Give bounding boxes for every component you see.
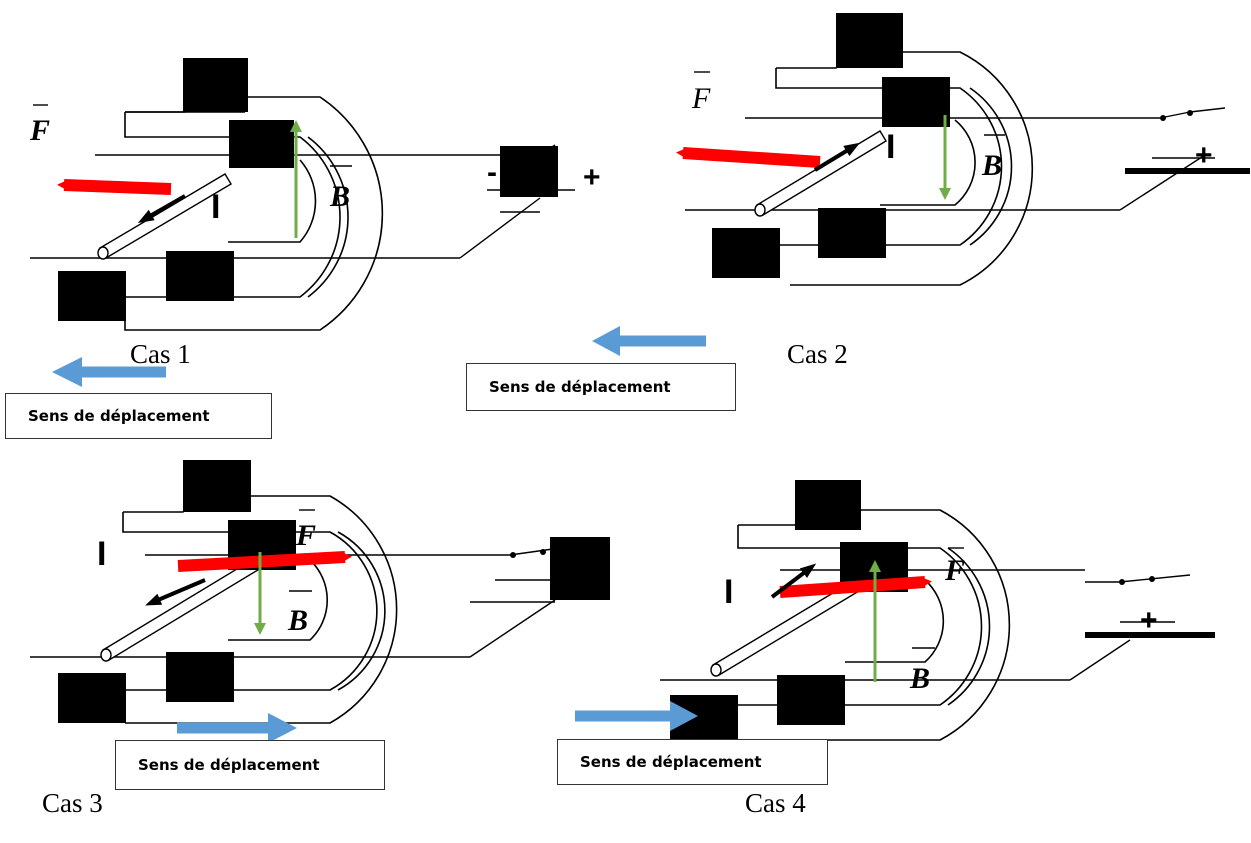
case-3-current-label: I	[97, 535, 106, 573]
case-2-battery: +	[1125, 139, 1250, 174]
case-4-force-arrow	[779, 576, 932, 598]
case-4-rails	[660, 569, 1191, 681]
case-1-minus-sign: -	[487, 156, 497, 189]
case-4-current-label: I	[724, 573, 733, 611]
case-1-current-arrow	[137, 194, 186, 223]
case-4-pole-label-redacted	[777, 675, 845, 725]
case-2-diagram: + F B I Cas 2	[592, 13, 1250, 369]
case-3-force-label: F	[295, 519, 316, 552]
case-4-diagram: + F B I Cas 4	[575, 480, 1215, 818]
case-2-force-label: F	[691, 82, 711, 115]
case-1-current-label: I	[211, 188, 220, 226]
case-4-force-label: F	[944, 554, 965, 587]
case-2-force-arrow	[676, 147, 821, 168]
case-4-motion-label: Sens de déplacement	[557, 739, 828, 785]
case-3-pole-label-redacted	[183, 460, 251, 512]
case-1-field-label: B	[329, 180, 350, 213]
case-3-battery-label-redacted	[550, 537, 610, 600]
case-2-current-label: I	[886, 128, 895, 166]
case-2-pole-label-redacted	[836, 13, 903, 68]
case-1-diagram: - + F B I Cas 1	[29, 58, 601, 387]
case-2-motion-label: Sens de déplacement	[466, 363, 736, 411]
case-3-motion-label: Sens de déplacement	[115, 740, 385, 790]
case-2-rod	[754, 130, 887, 217]
case-1-force-label: F	[29, 114, 50, 147]
case-2-current-arrow	[813, 142, 860, 172]
case-2-pole-label-redacted	[818, 208, 886, 258]
case-1-pole-label-redacted	[183, 58, 248, 112]
case-2-field-label: B	[981, 149, 1002, 182]
case-2-magnet	[775, 51, 1034, 286]
case-2-pole-label-redacted	[712, 228, 780, 278]
case-4-title: Cas 4	[745, 788, 806, 818]
case-3-magnet	[115, 495, 398, 724]
case-1-battery-label-redacted	[500, 146, 558, 197]
case-1-pole-label-redacted	[166, 251, 234, 301]
case-1-title: Cas 1	[130, 339, 191, 369]
case-2-plus-sign: +	[1195, 139, 1213, 172]
case-1-force-arrow	[57, 179, 172, 195]
case-4-plus-sign: +	[1140, 604, 1158, 637]
case-3-title: Cas 3	[42, 788, 103, 818]
case-4-magnet	[730, 509, 1011, 741]
case-2-pole-label-redacted	[882, 77, 950, 127]
case-4-field-label: B	[909, 662, 930, 695]
case-3-pole-label-redacted	[58, 673, 126, 723]
case-3-current-arrow	[145, 578, 206, 606]
case-3-field-label: B	[287, 604, 308, 637]
case-1-pole-label-redacted	[229, 120, 294, 168]
case-1-motion-label: Sens de déplacement	[5, 393, 272, 439]
case-3-diagram: F B I Cas 3	[30, 460, 610, 818]
case-4-current-arrow	[770, 563, 817, 599]
case-2-title: Cas 2	[787, 339, 848, 369]
case-4-battery: +	[1085, 604, 1215, 638]
case-1-pole-label-redacted	[58, 271, 126, 321]
case-3-pole-label-redacted	[166, 652, 234, 702]
case-4-pole-label-redacted	[795, 480, 861, 530]
case-1-plus-sign: +	[583, 161, 601, 194]
